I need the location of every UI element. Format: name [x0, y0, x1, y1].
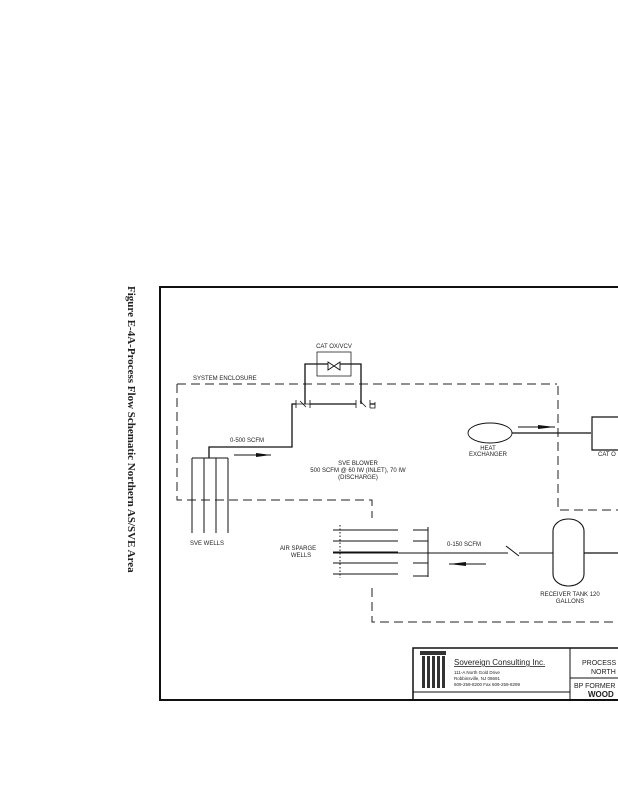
heat-exchanger	[467, 422, 513, 444]
flow-arrow-icon	[234, 453, 271, 457]
air-sparge-wells	[333, 525, 553, 578]
receiver-tank	[552, 518, 585, 587]
drawing-frame	[159, 286, 618, 701]
valve-icon	[327, 361, 341, 371]
heat-exchanger-label-2: EXCHANGER	[469, 452, 508, 458]
sve-flow-label: 0-500 SCFM	[230, 438, 264, 444]
sve-blower-discharge: (DISCHARGE)	[338, 475, 378, 481]
cat-ox-label: CAT O	[598, 452, 616, 458]
flow-arrow-icon	[518, 425, 555, 429]
drawing-title-2: NORTH	[591, 669, 616, 676]
site-name-2: WOOD	[588, 690, 614, 699]
sve-wells-label: SVE WELLS	[190, 541, 224, 547]
company-address-2: Robbinsville, NJ 08691	[454, 676, 501, 681]
company-phone: 609-259-8200 Fax 609-259-8299	[454, 682, 521, 687]
system-enclosure-label: SYSTEM ENCLOSURE	[193, 376, 257, 382]
air-sparge-label-2: WELLS	[291, 553, 311, 559]
air-sparge-label: AIR SPARGE	[280, 546, 316, 552]
drawing-title-1: PROCESS	[582, 660, 617, 667]
valve-icon	[295, 400, 376, 409]
receiver-tank-label-2: GALLONS	[556, 599, 584, 605]
system-enclosure-boundary	[176, 383, 618, 623]
flow-arrow-icon	[449, 562, 486, 566]
as-flow-label: 0-150 SCFM	[447, 542, 481, 548]
sve-wells	[191, 457, 229, 533]
sve-blower-label: SVE BLOWER	[338, 461, 378, 467]
company-logo	[420, 651, 446, 688]
company-name: Sovereign Consulting Inc.	[454, 658, 545, 667]
sve-blower-spec: 500 SCFM @ 60 IW (INLET), 70 IW	[310, 468, 406, 474]
site-name-1: BP FORMER	[574, 683, 616, 690]
cat-ox-unit	[591, 416, 618, 451]
heat-exchanger-label: HEAT	[480, 446, 496, 452]
title-block: Sovereign Consulting Inc. 111-A North Go…	[412, 647, 618, 701]
receiver-tank-label: RECEIVER TANK 120	[540, 592, 600, 598]
cat-ox-vcv-label: CAT OX/VCV	[316, 344, 352, 350]
company-address-1: 111-A North Gold Drive	[454, 670, 500, 675]
